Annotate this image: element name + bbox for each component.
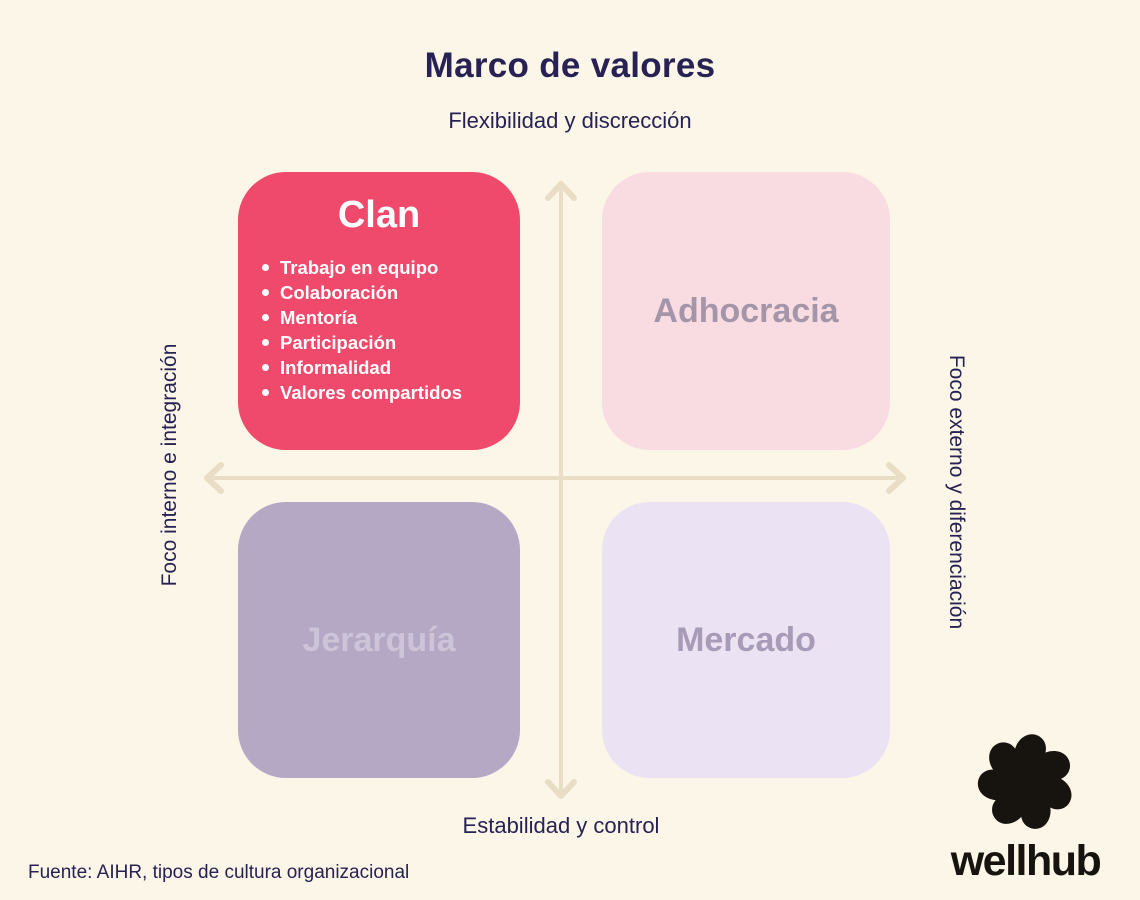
quadrant-adhocracia: Adhocracia <box>602 172 890 450</box>
quadrant-jerarquia: Jerarquía <box>238 502 520 778</box>
quadrant-mercado: Mercado <box>602 502 890 778</box>
axis-label-right: Foco externo y diferenciación <box>945 354 968 630</box>
quadrant-clan-title: Clan <box>337 194 421 236</box>
quadrant-clan: Clan Trabajo en equipo Colaboración Ment… <box>238 172 520 450</box>
clan-value-item: Valores compartidos <box>260 380 510 405</box>
clan-value-item: Participación <box>260 330 510 355</box>
wellhub-wordmark: wellhub <box>950 837 1102 885</box>
quadrant-adhocracia-label: Adhocracia <box>653 291 839 330</box>
clan-value-item: Colaboración <box>260 280 510 305</box>
axis-label-top: Flexibilidad y discrección <box>448 108 692 133</box>
axis-label-left: Foco interno e integración <box>158 343 181 587</box>
clan-value-item: Mentoría <box>260 305 510 330</box>
wellhub-logo: wellhub <box>938 722 1113 883</box>
quadrant-mercado-label: Mercado <box>676 620 816 659</box>
axis-label-bottom: Estabilidad y control <box>462 813 660 838</box>
clan-value-item: Trabajo en equipo <box>260 255 510 280</box>
page-title: Marco de valores <box>424 46 716 85</box>
quadrant-jerarquia-label: Jerarquía <box>302 620 456 659</box>
wellhub-flower-icon <box>974 734 1076 834</box>
clan-value-list: Trabajo en equipo Colaboración Mentoría … <box>238 255 520 405</box>
source-note: Fuente: AIHR, tipos de cultura organizac… <box>28 862 410 883</box>
clan-value-item: Informalidad <box>260 355 510 380</box>
